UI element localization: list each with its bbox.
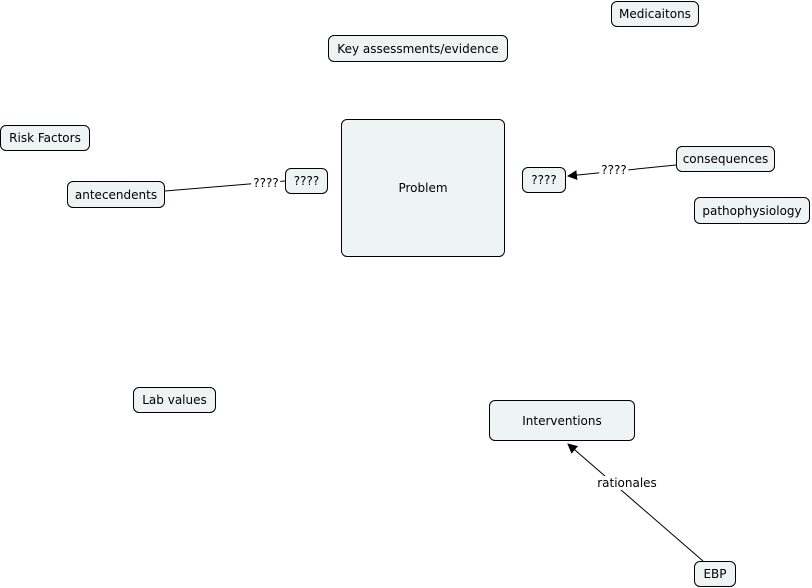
- pathophysiology-label: pathophysiology: [702, 203, 802, 218]
- antecedents-label: antecendents: [74, 187, 158, 202]
- interventions-node[interactable]: Interventions: [489, 400, 635, 441]
- lab-values-node[interactable]: Lab values: [133, 387, 216, 413]
- unknown-left-label: ????: [293, 174, 320, 188]
- consequences-node[interactable]: consequences: [676, 146, 775, 172]
- unknown-right-node[interactable]: ????: [522, 167, 566, 193]
- problem-label: Problem: [398, 181, 448, 195]
- ebp-node[interactable]: EBP: [694, 561, 736, 587]
- medications-node[interactable]: Medicaitons: [611, 1, 699, 27]
- key-assessments-label: Key assessments/evidence: [337, 41, 499, 56]
- consequences-label: consequences: [682, 152, 769, 166]
- pathophysiology-node[interactable]: pathophysiology: [694, 197, 810, 224]
- lab-values-label: Lab values: [142, 393, 207, 407]
- interventions-label: Interventions: [522, 413, 602, 428]
- ebp-label: EBP: [703, 567, 727, 581]
- medications-label: Medicaitons: [619, 7, 691, 21]
- key-assessments-node[interactable]: Key assessments/evidence: [328, 35, 508, 62]
- problem-node[interactable]: Problem: [341, 119, 505, 257]
- consequences-link-label: ????: [599, 163, 629, 177]
- ebp-link-line: [567, 443, 704, 562]
- antecedents-link-label: ????: [251, 176, 281, 190]
- unknown-left-node[interactable]: ????: [285, 168, 328, 194]
- unknown-right-label: ????: [531, 173, 557, 187]
- ebp-link-label: rationales: [595, 476, 659, 490]
- antecedents-node[interactable]: antecendents: [67, 181, 165, 208]
- risk-factors-node[interactable]: Risk Factors: [0, 125, 90, 151]
- risk-factors-label: Risk Factors: [9, 131, 81, 145]
